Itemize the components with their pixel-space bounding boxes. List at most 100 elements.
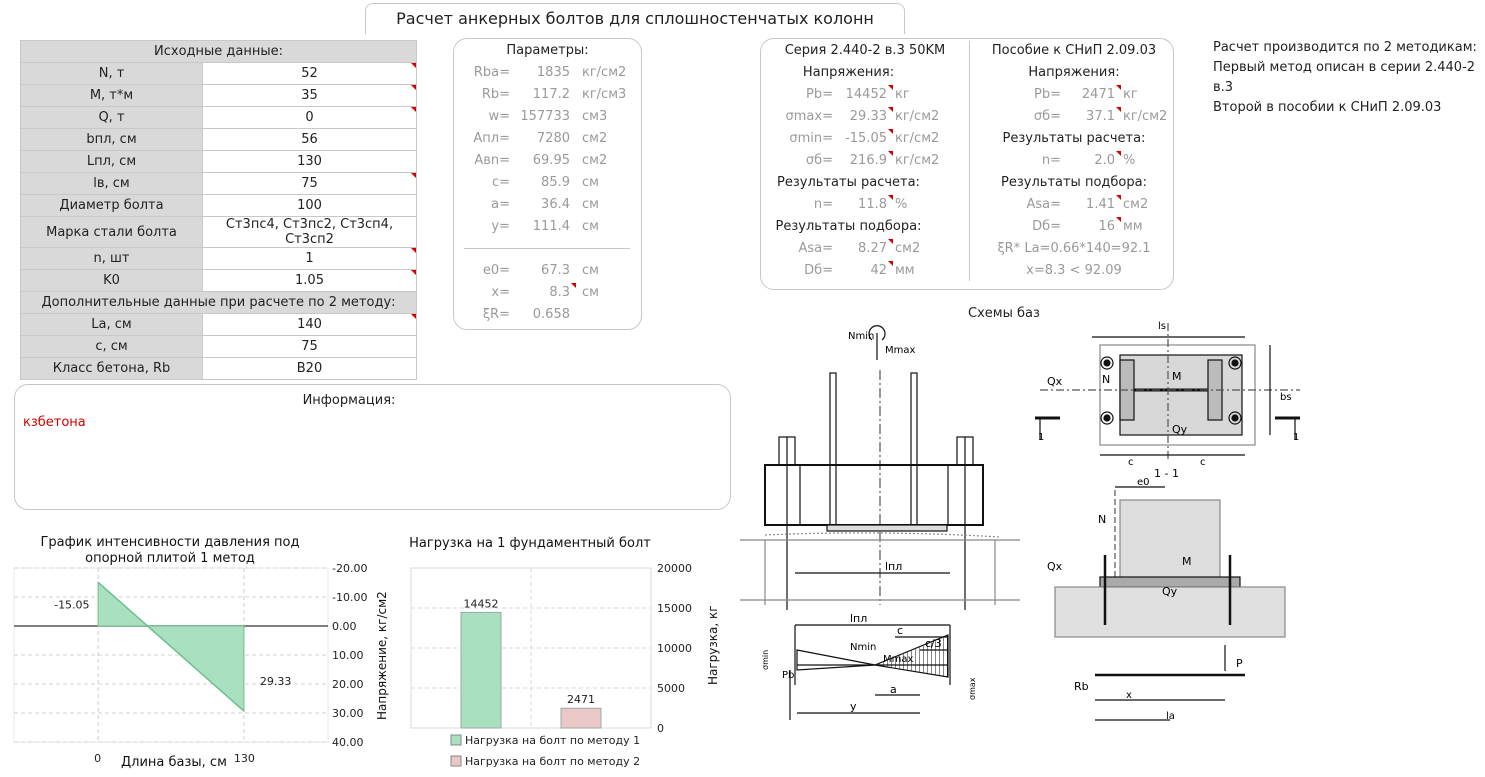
param-unit: см — [582, 175, 599, 190]
input-q[interactable]: 0 — [202, 106, 417, 129]
chart1-ytick: 30.00 — [332, 707, 364, 720]
chart2-legend-label: Нагрузка на болт по методу 2 — [465, 755, 640, 768]
label-a: a — [890, 683, 897, 696]
param-value: 36.4 — [541, 197, 570, 212]
input-k0[interactable]: 1.05 — [202, 269, 417, 292]
label-nmin: Nmin — [848, 331, 874, 342]
input-count[interactable]: 1 — [202, 247, 417, 270]
label-m: M — [1172, 370, 1182, 383]
snip-n-k: n= — [1041, 153, 1061, 168]
input-label: bпл, см — [20, 128, 203, 151]
snip-stress-u: кг/см2 — [1123, 109, 1168, 124]
chart1-xtick: 0 — [94, 752, 101, 765]
input-label: Марка стали болта — [20, 216, 203, 248]
note-line: Второй в пособии к СНиП 2.09.03 — [1213, 100, 1442, 115]
series-select-heading: Результаты подбора: — [775, 219, 922, 234]
page-title: Расчет анкерных болтов для сплошностенча… — [365, 3, 905, 34]
param-key: w= — [488, 109, 510, 124]
input-steel-grade[interactable]: Ст3пс4, Ст3пс2, Ст3сп4, Ст3сп2 — [202, 216, 417, 248]
input-label: Диаметр болта — [20, 194, 203, 217]
chart2-data-label: 14452 — [464, 597, 499, 610]
input-la[interactable]: 140 — [202, 313, 417, 336]
series-n-k: n= — [813, 197, 833, 212]
note-line: Расчет производится по 2 методикам: — [1213, 40, 1477, 55]
series-select-k: Asa= — [798, 241, 833, 256]
input-header: Исходные данные: — [20, 40, 417, 63]
snip-select-v: 16 — [1098, 219, 1115, 234]
input-label: N, т — [20, 62, 203, 85]
label-pb: Pb — [782, 670, 794, 681]
param-value: 69.95 — [532, 153, 570, 168]
label-qy-2: Qy — [1162, 585, 1178, 598]
label-p: P — [1236, 657, 1243, 670]
param-value: 157733 — [520, 109, 570, 124]
series-select-k: Dб= — [804, 263, 833, 278]
input-label: Q, т — [20, 106, 203, 129]
label-c-left: c — [1128, 457, 1134, 468]
param-value: 8.3 — [549, 285, 570, 300]
snip-stress-heading: Напряжения: — [1028, 65, 1120, 80]
input-lv[interactable]: 75 — [202, 172, 417, 195]
series-stress-v: 14452 — [845, 87, 887, 102]
series-stress-u: кг/см2 — [895, 153, 940, 168]
label-smax: σmax — [968, 677, 977, 700]
info-panel: Информация: кзбетона — [14, 384, 731, 510]
input-label: La, см — [20, 313, 203, 336]
schemes-title: Схемы баз — [968, 306, 1040, 321]
series-select-v: 42 — [870, 263, 887, 278]
param-unit: см3 — [582, 109, 608, 124]
param-value: 7280 — [536, 131, 570, 146]
note-line: Первый метод описан в серии 2.440-2 в.3 — [1213, 60, 1476, 95]
series-stress-u: кг — [895, 87, 910, 102]
series-stress-k: σmax= — [785, 109, 833, 124]
param-key: x= — [491, 285, 510, 300]
label-c3: c/3 — [925, 637, 942, 650]
chart2-ytick: 15000 — [657, 602, 692, 615]
chart2-ytick: 10000 — [657, 642, 692, 655]
input-concrete-class[interactable]: B20 — [202, 357, 417, 380]
info-message: кзбетона — [23, 415, 86, 430]
input-bolt-diameter[interactable]: 100 — [202, 194, 417, 217]
label-nmin-2: Nmin — [850, 642, 876, 653]
series-stress-heading: Напряжения: — [802, 65, 895, 80]
label-la: la — [1166, 711, 1175, 722]
param-key: c= — [491, 175, 510, 190]
chart2-data-label: 2471 — [567, 693, 595, 706]
param-unit: см — [582, 263, 599, 278]
snip-stress-v: 37.1 — [1086, 109, 1115, 124]
chart1-line — [97, 581, 245, 712]
results-divider — [969, 41, 970, 281]
label-ls: ls — [1158, 321, 1166, 332]
input-n[interactable]: 52 — [202, 62, 417, 85]
snip-check-1: ξR* La=0.66*140=92.1 — [997, 241, 1151, 256]
param-key: Aвn= — [474, 153, 510, 168]
param-value: 1835 — [536, 65, 570, 80]
param-unit: см — [582, 197, 599, 212]
series-stress-k: σmin= — [789, 131, 833, 146]
input-m[interactable]: 35 — [202, 84, 417, 107]
input-label: Класс бетона, Rb — [20, 357, 203, 380]
chart2-title: Нагрузка на 1 фундаментный болт — [409, 536, 651, 551]
param-key: e0= — [482, 263, 510, 278]
param-unit: см — [582, 219, 599, 234]
param-key: ξR= — [482, 307, 510, 322]
snip-select-u: мм — [1123, 219, 1143, 234]
input-lpl[interactable]: 130 — [202, 150, 417, 173]
param-value: 85.9 — [541, 175, 570, 190]
chart1-ytick: 10.00 — [332, 649, 364, 662]
label-n: N — [1102, 373, 1110, 386]
input-label: K0 — [20, 269, 203, 292]
param-unit: кг/см3 — [582, 87, 627, 102]
chart2-legend-swatch — [450, 755, 462, 767]
label-c: c — [897, 624, 903, 637]
param-value: 111.4 — [532, 219, 570, 234]
series-select-u: см2 — [895, 241, 921, 256]
snip-select-heading: Результаты подбора: — [1001, 175, 1147, 190]
label-rb: Rb — [1074, 680, 1089, 693]
snip-select-k: Asa= — [1026, 197, 1061, 212]
label-lpl: lпл — [885, 560, 902, 573]
input-c[interactable]: 75 — [202, 335, 417, 358]
snip-title: Пособие к СНиП 2.09.03 — [991, 43, 1157, 58]
input-bpl[interactable]: 56 — [202, 128, 417, 151]
